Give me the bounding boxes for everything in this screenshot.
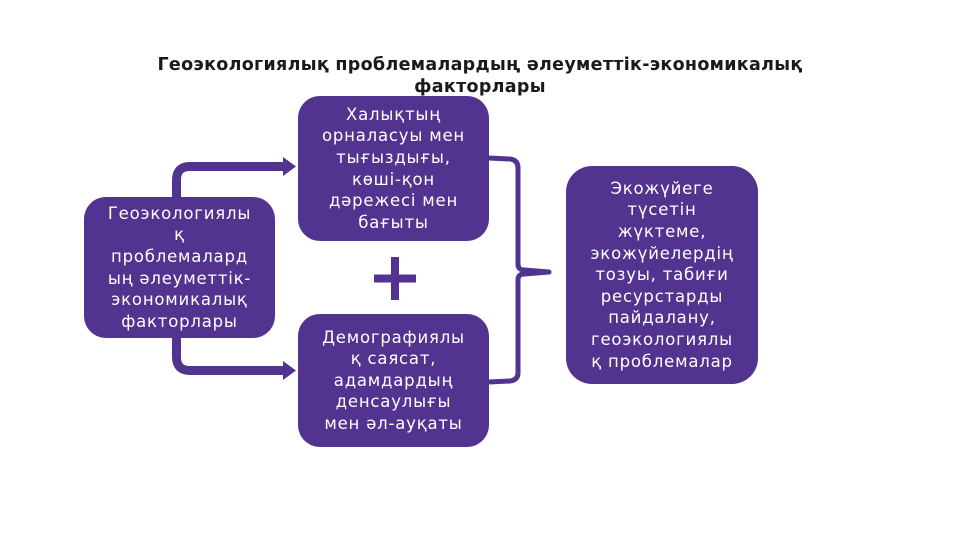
arrow-to-population-icon bbox=[172, 157, 296, 200]
population-factor-box: Халықтың орналасуы мен тығыздығы, көші-қ… bbox=[298, 96, 489, 241]
result-box: Экожүйеге түсетін жүктеме, экожүйелердің… bbox=[566, 166, 758, 384]
demographic-factor-text: Демографиялы қ саясат, адамдардың денсау… bbox=[322, 327, 465, 433]
diagram-title: Геоэкологиялық проблемалардың әлеуметтік… bbox=[157, 55, 803, 97]
right-brace-icon bbox=[488, 155, 552, 385]
arrow-to-demographic-icon bbox=[172, 335, 296, 380]
source-factors-text: Геоэкологиялы қ проблемалард ың әлеуметт… bbox=[107, 203, 252, 331]
plus-icon bbox=[374, 257, 416, 300]
source-factors-box: Геоэкологиялы қ проблемалард ың әлеуметт… bbox=[84, 197, 275, 338]
result-text: Экожүйеге түсетін жүктеме, экожүйелердің… bbox=[590, 178, 734, 371]
population-factor-text: Халықтың орналасуы мен тығыздығы, көші-қ… bbox=[321, 104, 466, 232]
demographic-factor-box: Демографиялы қ саясат, адамдардың денсау… bbox=[298, 314, 489, 447]
